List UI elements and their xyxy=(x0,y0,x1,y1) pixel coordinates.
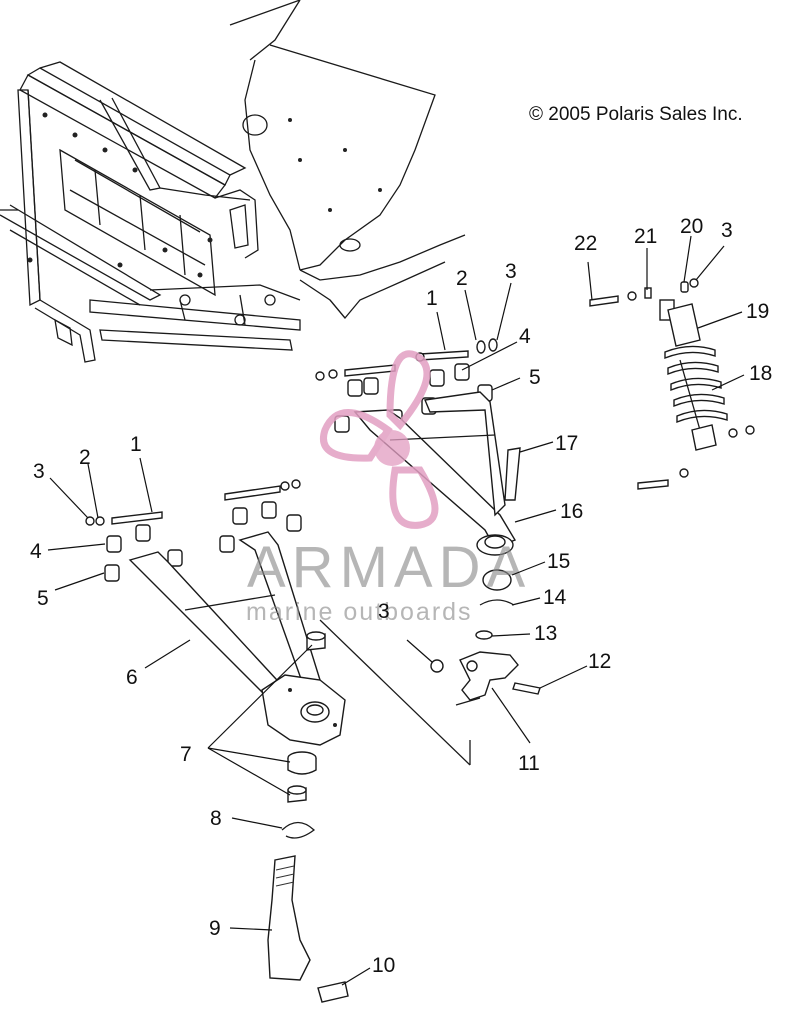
callout-22: 22 xyxy=(574,232,597,255)
callout-7: 7 xyxy=(180,743,192,766)
callout-3-lower: 3 xyxy=(33,460,45,483)
callout-5-upper: 5 xyxy=(529,366,541,389)
callout-12: 12 xyxy=(588,650,611,673)
watermark-title: ARMADA xyxy=(247,535,531,600)
callout-14: 14 xyxy=(543,586,567,609)
callout-21: 21 xyxy=(634,225,657,248)
shock-absorber xyxy=(589,278,755,490)
callout-20: 20 xyxy=(680,215,703,238)
propeller-logo xyxy=(320,350,439,529)
lower-arm-hardware-left xyxy=(85,479,471,1003)
callout-10: 10 xyxy=(372,954,395,977)
callout-4-upper: 4 xyxy=(519,325,531,348)
watermark: ARMADA marine outboards xyxy=(246,350,531,626)
callout-17: 17 xyxy=(555,432,578,455)
callout-11: 11 xyxy=(518,752,540,775)
callout-3-upper: 3 xyxy=(505,260,517,283)
callout-3-shock: 3 xyxy=(721,219,733,242)
callout-6: 6 xyxy=(126,666,138,689)
copyright-text: © 2005 Polaris Sales Inc. xyxy=(529,104,743,125)
callout-2-upper: 2 xyxy=(456,267,468,290)
watermark-tagline: marine outboards xyxy=(246,598,473,626)
callout-4-lower: 4 xyxy=(30,540,42,563)
callout-1-lower: 1 xyxy=(130,433,142,456)
callout-8: 8 xyxy=(210,807,222,830)
callout-18: 18 xyxy=(749,362,772,385)
callout-16: 16 xyxy=(560,500,583,523)
callout-3-middle: 3 xyxy=(378,600,390,623)
callout-9: 9 xyxy=(209,917,221,940)
callout-13: 13 xyxy=(534,622,557,645)
chassis-frame xyxy=(0,0,466,363)
callout-leaders xyxy=(47,235,745,986)
callout-numbers: 1 2 3 4 5 17 16 15 14 13 12 11 3 22 21 2… xyxy=(30,215,772,977)
callout-2-lower: 2 xyxy=(79,446,91,469)
callout-5-lower: 5 xyxy=(37,587,49,610)
callout-19: 19 xyxy=(746,300,769,323)
callout-15: 15 xyxy=(547,550,570,573)
callout-1-upper: 1 xyxy=(426,287,438,310)
